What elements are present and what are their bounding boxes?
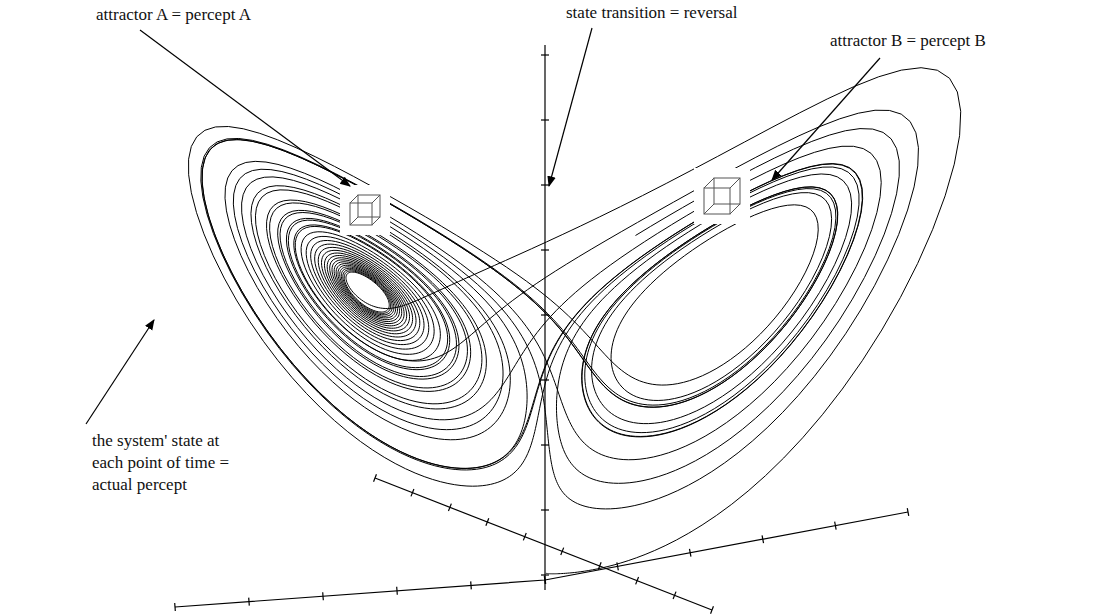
axis-tick: [541, 184, 549, 185]
axis-tick: [470, 581, 472, 589]
x-axis: [175, 512, 908, 607]
axis-tick: [711, 606, 714, 613]
callout-label: state transition = reversal: [566, 2, 738, 24]
axis-tick: [544, 576, 546, 584]
axis-tick: [762, 535, 763, 543]
leader-line: [772, 58, 880, 180]
axis-tick: [174, 603, 176, 611]
axis-tick: [544, 576, 545, 584]
necker-cube: [340, 185, 390, 235]
axis-tick: [673, 592, 676, 599]
axis-tick: [835, 522, 836, 530]
axis-tick: [523, 533, 526, 540]
axis-tick: [248, 598, 250, 606]
callout-label: attractor B = percept B: [830, 30, 986, 52]
axis-tick: [411, 489, 414, 496]
axis-tick: [689, 549, 690, 557]
leader-line: [86, 320, 154, 424]
axis-tick: [374, 474, 377, 481]
axis-tick: [322, 592, 324, 600]
leader-line: [140, 30, 350, 186]
leader-line: [549, 28, 592, 186]
axis-tick: [448, 504, 451, 511]
axis-tick: [541, 379, 549, 380]
axis-tick: [541, 444, 549, 445]
leader-lines: [86, 28, 880, 424]
axis-tick: [486, 518, 489, 525]
axis-tick: [541, 509, 549, 510]
necker-cube: [694, 168, 750, 224]
callout-note: the system' state at each point of time …: [92, 430, 242, 496]
axis-tick: [907, 508, 908, 516]
axis-tick: [636, 577, 639, 584]
z-axis: [544, 45, 545, 590]
trajectory: [189, 68, 961, 574]
axis-tick: [541, 249, 549, 250]
axis-tick: [541, 574, 549, 575]
axis-tick: [396, 587, 398, 595]
axis-tick: [541, 54, 549, 55]
axis-tick: [541, 119, 549, 120]
axis-tick: [561, 548, 564, 555]
callout-label: attractor A = percept A: [96, 4, 251, 26]
